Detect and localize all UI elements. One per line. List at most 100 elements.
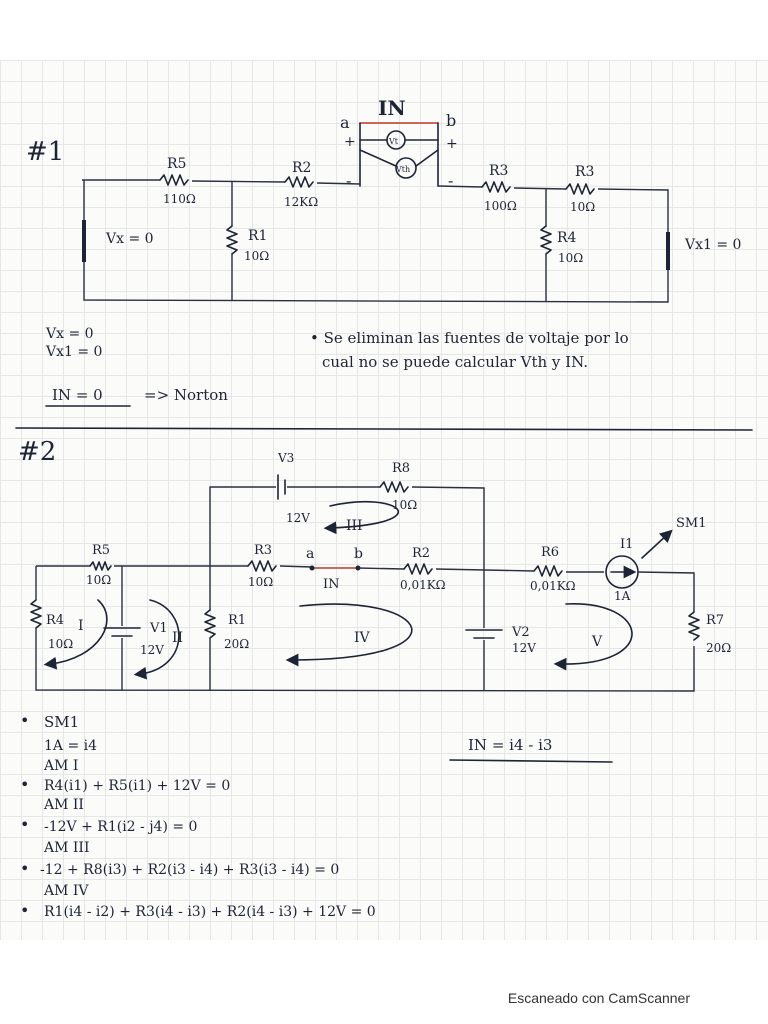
voltmeter-vth-label: Vth (395, 165, 410, 174)
r1-value: 10Ω (244, 249, 269, 263)
problem2-number: #2 (18, 437, 56, 467)
bullet: • (20, 901, 29, 920)
resistor-r6-icon (533, 565, 563, 577)
resistor-r8-icon (379, 481, 409, 493)
footer-text: Escaneado con CamScanner (507, 990, 690, 1006)
wire (411, 486, 485, 620)
mesh-label-3: III (346, 518, 363, 534)
remark-line2: cual no se puede calcular Vth y IN. (322, 353, 588, 371)
r5-name: R5 (92, 543, 110, 558)
mesh-label-1: I (78, 618, 84, 634)
r4-name: R4 (46, 613, 64, 628)
r2-value: 0,01KΩ (400, 578, 446, 592)
bullet: • (20, 711, 29, 730)
conclusion-in: IN = 0 (52, 386, 103, 404)
remark-line1: • Se eliminan las fuentes de voltaje por… (310, 329, 629, 347)
r8-value: 10Ω (392, 498, 417, 512)
resistor-r3b-icon (565, 183, 595, 195)
r6-name: R6 (541, 545, 559, 560)
r4-value: 10Ω (558, 251, 583, 265)
r2-name: R2 (292, 160, 311, 176)
r3-value: 10Ω (248, 575, 273, 589)
v3-name: V3 (277, 451, 294, 465)
vx-label: Vx = 0 (105, 231, 154, 247)
r1-name: R1 (228, 613, 246, 628)
bullet: • (20, 859, 29, 878)
eq-am4: R1(i4 - i2) + R3(i4 - i3) + R2(i4 - i3) … (44, 904, 376, 920)
problem1-in-label: IN (378, 96, 406, 120)
note-vx: Vx = 0 (45, 326, 94, 342)
in-equation: IN = i4 - i3 (468, 736, 552, 754)
wire (357, 567, 405, 570)
mesh-arrow-5 (553, 603, 633, 671)
resistor-r4-icon (540, 225, 552, 255)
r1-value: 20Ω (224, 637, 249, 651)
sm1-label: SM1 (676, 516, 707, 531)
r3-value: 100Ω (484, 199, 517, 213)
r3-name: R3 (489, 163, 508, 179)
wire (279, 565, 313, 568)
r5-value: 10Ω (86, 573, 111, 587)
r5-name: R5 (167, 156, 186, 172)
meter-lead (415, 149, 439, 167)
mesh-arrow-3 (323, 500, 400, 535)
resistor-r5-icon (159, 174, 189, 186)
r3b-name: R3 (575, 164, 594, 180)
v2-name: V2 (511, 625, 530, 640)
v2-value: 12V (512, 641, 536, 655)
eq-sm1: 1A = i4 (44, 738, 97, 754)
wire (637, 571, 695, 612)
eq-header-am4: AM IV (43, 883, 89, 899)
wire (316, 182, 361, 185)
mesh-arrow-4 (285, 603, 413, 667)
wire (191, 180, 286, 183)
v1-name: V1 (149, 621, 168, 636)
in-equation-underline (449, 759, 613, 763)
resistor-r2-icon (403, 563, 433, 575)
eq-header-am1: AM I (43, 758, 78, 774)
r1-name: R1 (248, 228, 267, 244)
eq-header-sm1: SM1 (44, 713, 79, 731)
r5-value: 110Ω (163, 192, 196, 206)
vx1-label: Vx1 = 0 (684, 237, 741, 253)
bullet: • (20, 815, 29, 834)
section-divider (15, 427, 753, 431)
sm1-pointer-arrow (641, 529, 673, 559)
voltmeter-vth-icon (395, 157, 417, 179)
eq-header-am2: AM II (43, 797, 84, 813)
problem1-node-b: b (446, 111, 456, 130)
resistor-r4-icon (30, 599, 42, 629)
meter-lead (359, 149, 397, 167)
r3b-value: 10Ω (570, 200, 595, 214)
bullet: • (20, 775, 29, 794)
mesh-label-5: V (591, 634, 603, 650)
scanner-watermark: Escaneado con CamScanner (0, 990, 768, 1006)
i1-name: I1 (620, 537, 633, 552)
r7-value: 20Ω (706, 641, 731, 655)
conclusion-norton: => Norton (144, 386, 228, 404)
problem1-node-a: a (340, 113, 350, 132)
resistor-r3-icon (247, 560, 277, 572)
mesh-arrow-2 (133, 599, 180, 680)
mesh-label-4: IV (354, 630, 371, 646)
v3-value: 12V (286, 511, 310, 525)
wire-bottom (35, 628, 695, 692)
node-b-label: b (354, 546, 363, 562)
minus-b: - (448, 171, 453, 190)
r3-name: R3 (254, 543, 272, 558)
eq-header-am3: AM III (43, 840, 90, 856)
voltmeter-vt-label: Vt (388, 137, 399, 146)
mesh-label-2: II (172, 630, 183, 646)
wire (513, 187, 567, 190)
resistor-r7-icon (688, 611, 700, 641)
eq-am3: -12 + R8(i3) + R2(i3 - i4) + R3(i3 - i4)… (40, 862, 339, 878)
wire (435, 568, 535, 572)
resistor-r3-icon (481, 181, 511, 193)
resistor-r1-icon (226, 225, 238, 255)
eq-am2: -12V + R1(i2 - j4) = 0 (44, 819, 197, 835)
resistor-r5-icon (89, 561, 112, 571)
problem1-plus-b: + (446, 136, 458, 152)
v1-value: 12V (140, 643, 164, 657)
in-label: IN (323, 577, 340, 592)
